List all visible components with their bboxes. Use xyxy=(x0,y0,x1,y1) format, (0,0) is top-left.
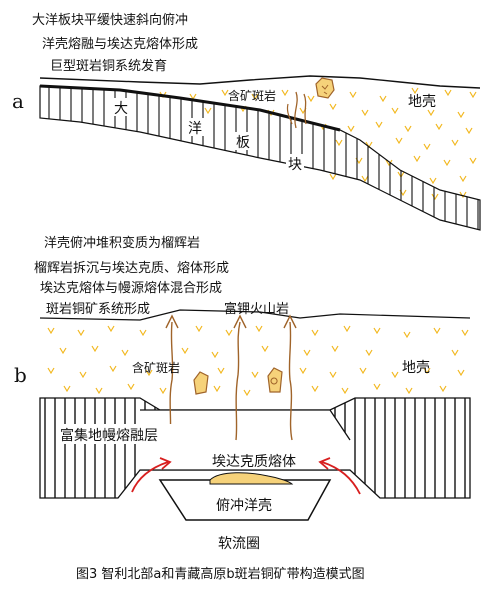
mantle-label-bg xyxy=(56,424,176,444)
panel-b-volcanic-label: 富钾火山岩 xyxy=(224,301,289,317)
panel-b-volcanic-conduits xyxy=(165,314,297,441)
panel-b-ore-label: 含矿斑岩 xyxy=(132,360,180,375)
panel-a-caption-line-2: 洋壳熔融与埃达克熔体形成 xyxy=(42,37,198,52)
panel-b-caption-line-4: 斑岩铜矿系统形成 xyxy=(46,302,150,317)
slab-char-bg-4 xyxy=(286,154,304,172)
panel-b-caption-line-2: 榴辉岩拆沉与埃达克质、熔体形成 xyxy=(34,261,229,276)
panel-a-letter: a xyxy=(12,89,24,113)
panel-b-caption-line-1: 洋壳俯冲堆积变质为榴辉岩 xyxy=(44,235,200,251)
panel-b-flow-arrows xyxy=(131,457,361,495)
panel-b-ore-porphyry xyxy=(193,367,283,395)
slab-char-bg-3 xyxy=(234,132,252,150)
panel-b-mantle-melt-label: 富集地幔熔融层 xyxy=(60,427,158,444)
panel-a: a 大洋板块平缓快速斜向俯冲 洋壳熔融与埃达克熔体形成 巨型斑岩铜系统发育 大 … xyxy=(12,12,481,231)
panel-a-slab-char-2: 洋 xyxy=(188,121,202,137)
slab-char-bg-2 xyxy=(186,118,204,136)
panel-b-caption-line-3: 埃达克熔体与幔源熔体混合形成 xyxy=(40,281,222,296)
panel-a-slab-char-4: 块 xyxy=(288,157,302,173)
panel-a-slab-char-3: 板 xyxy=(236,135,250,151)
panel-b-slab-label: 俯冲洋壳 xyxy=(216,497,272,514)
panel-a-caption-line-3: 巨型斑岩铜系统发育 xyxy=(50,58,167,74)
figure-caption: 图3 智利北部a和青藏高原b斑岩铜矿带构造模式图 xyxy=(76,566,365,582)
panel-b-inner-gap xyxy=(140,410,350,470)
panel-a-ore-porphyry xyxy=(286,77,335,125)
panel-b-inner-outline xyxy=(140,409,351,471)
panel-a-caption-line-1: 大洋板块平缓快速斜向俯冲 xyxy=(32,12,188,28)
panel-b-crust-label: 地壳 xyxy=(402,359,430,376)
panel-a-surface-line xyxy=(39,75,481,89)
panel-a-subducting-slab xyxy=(39,85,481,231)
panel-b-letter: b xyxy=(14,363,27,387)
panel-a-slab-char-1: 大 xyxy=(114,101,128,117)
panel-a-melt-conduit xyxy=(294,91,307,129)
panel-b-adakite-label: 埃达克质熔体 xyxy=(212,454,296,470)
panel-b-adakite-lens xyxy=(209,472,294,485)
slab-char-bg-1 xyxy=(112,98,130,116)
panel-b-crust-top xyxy=(39,309,471,321)
panel-a-ore-label: 含矿斑岩 xyxy=(228,88,276,103)
panel-a-crust-label: 地壳 xyxy=(408,93,436,110)
panel-b-asthenosphere-label: 软流圈 xyxy=(218,536,260,552)
panel-b: b 洋壳俯冲堆积变质为榴辉岩 榴辉岩拆沉与埃达克质、熔体形成 埃达克熔体与幔源熔… xyxy=(14,235,471,552)
panel-b-crust-marks xyxy=(47,325,469,397)
